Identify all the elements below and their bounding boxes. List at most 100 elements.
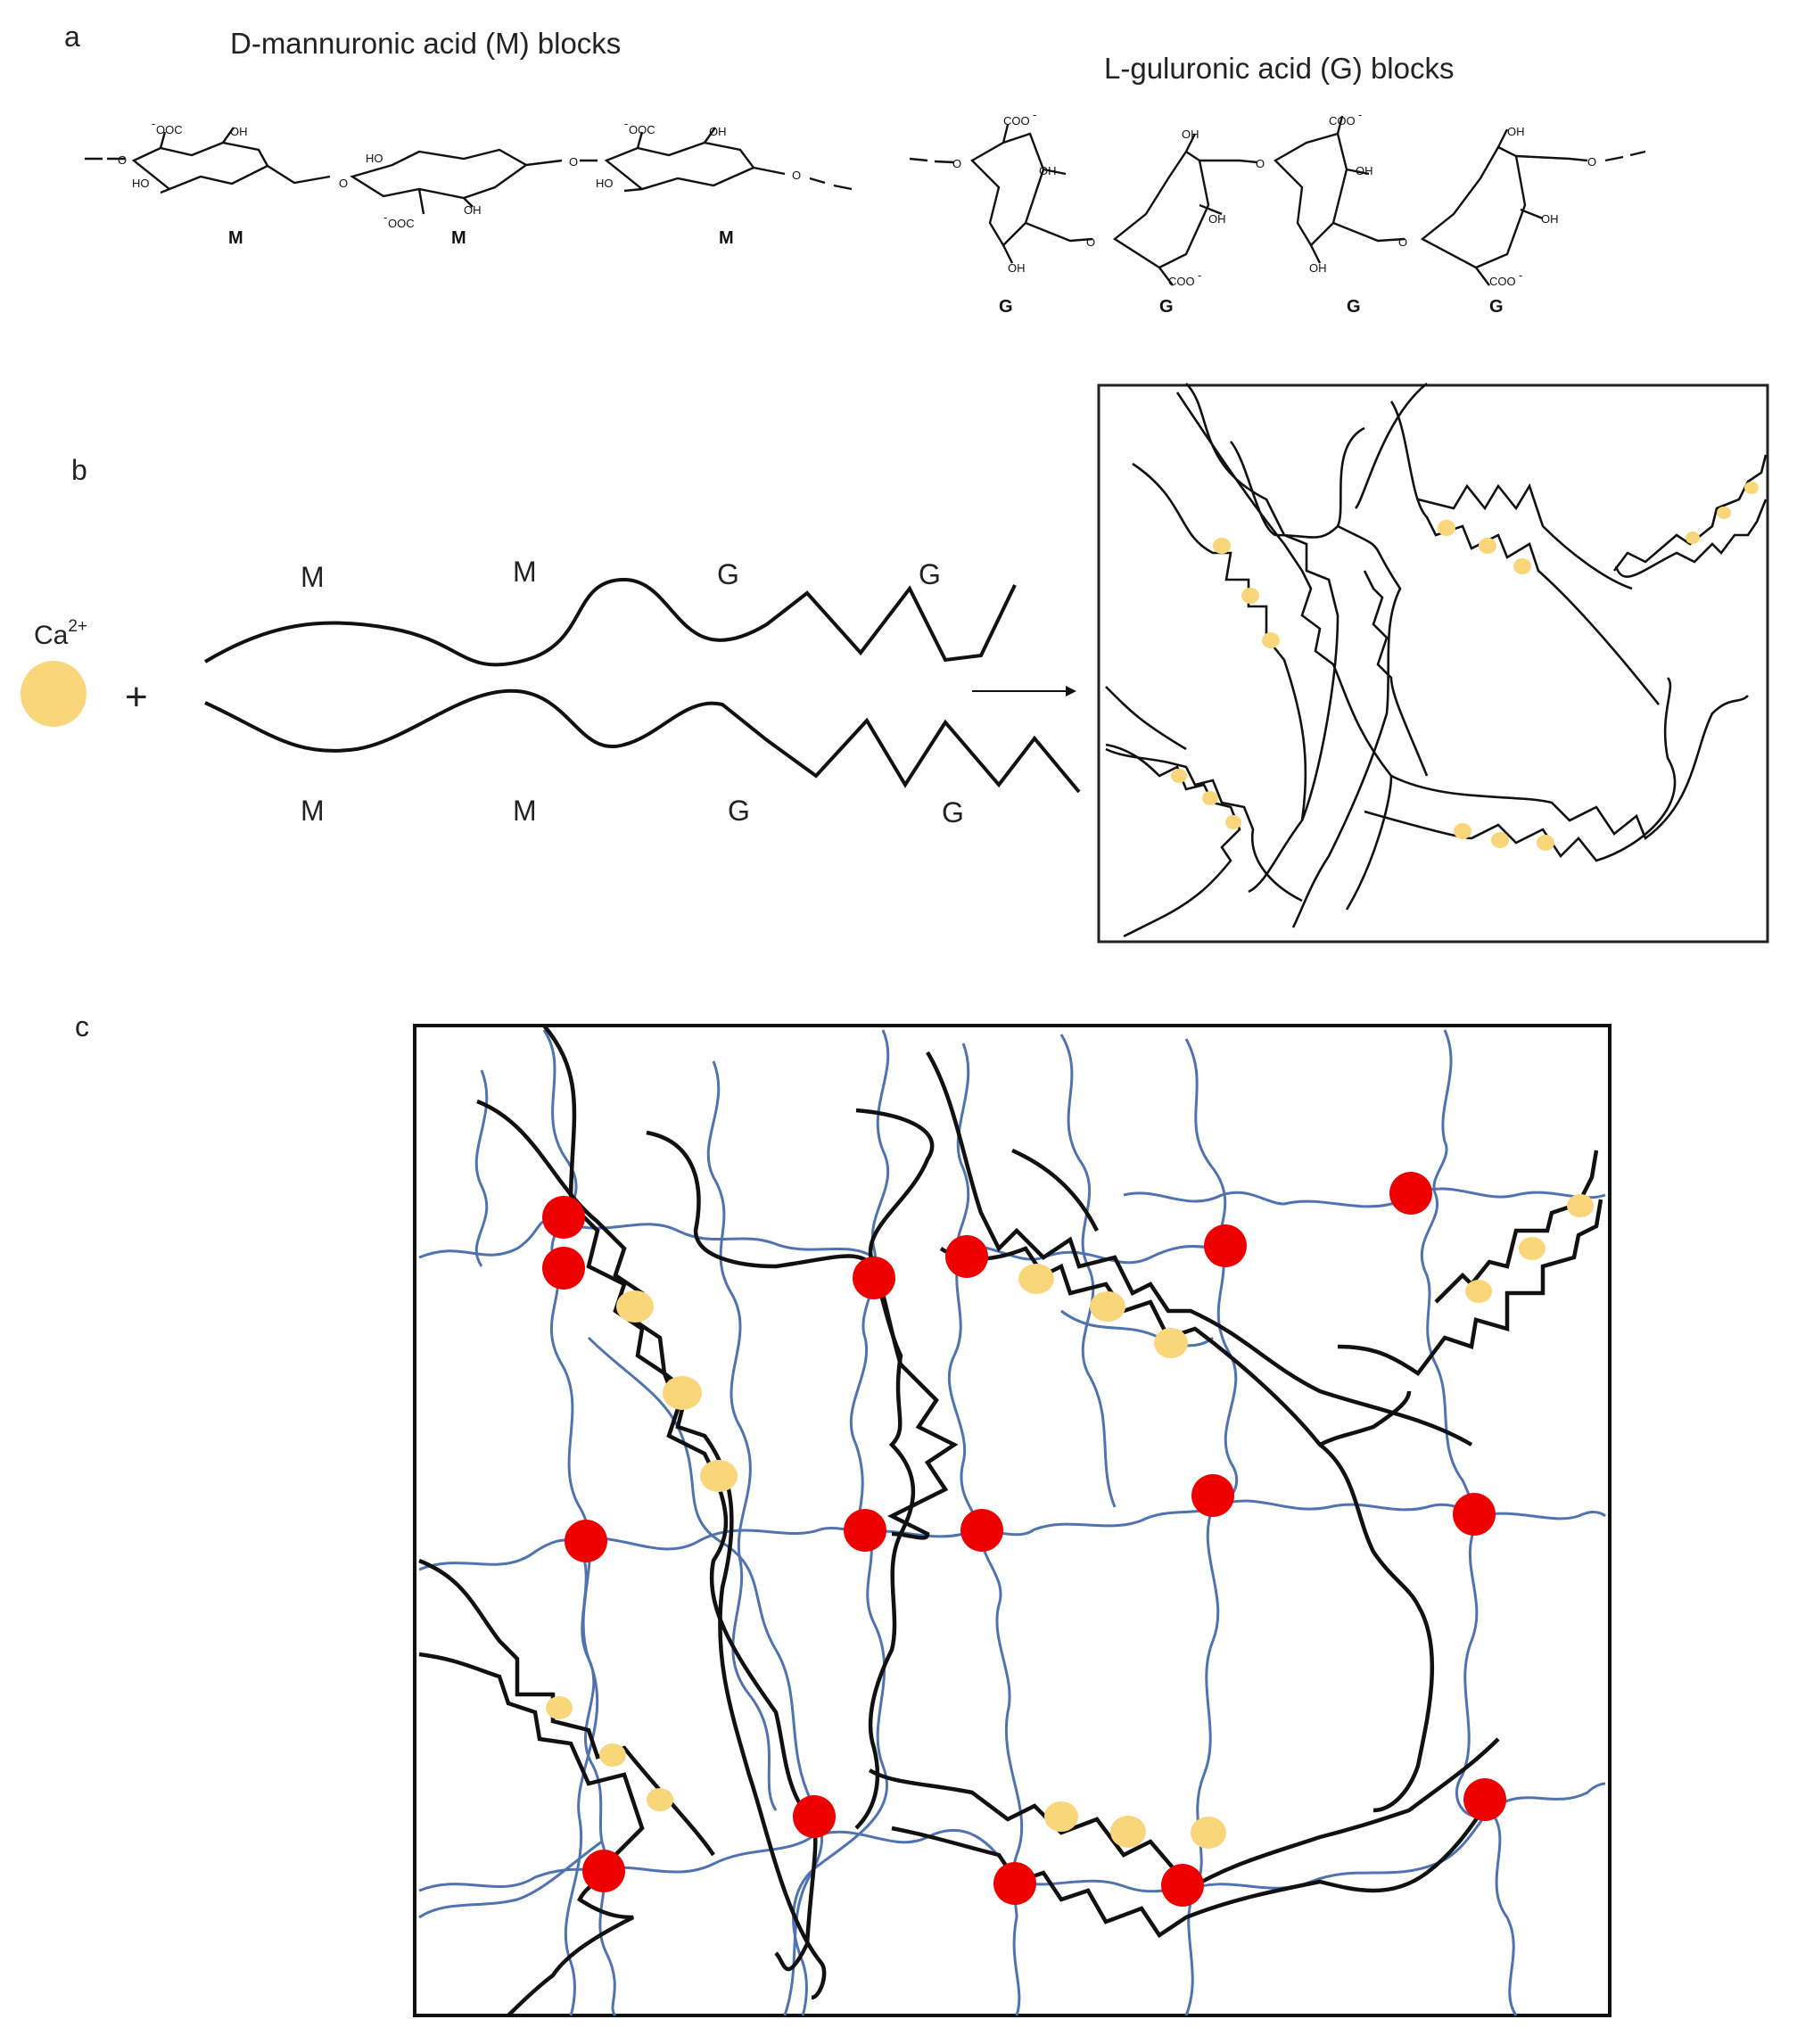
network-calcium-ion <box>599 1743 626 1767</box>
network-calcium-ion <box>546 1696 573 1719</box>
g-link-oxygen-1: O <box>1086 235 1095 249</box>
egg-box-ion <box>1744 482 1759 494</box>
g-link-oxygen-4: O <box>1587 155 1596 169</box>
g3-oh: OH <box>1356 164 1373 177</box>
egg-box-ion <box>1537 835 1554 851</box>
network-calcium-ion <box>1465 1280 1492 1303</box>
g-ring-4 <box>1420 145 1527 269</box>
egg-box-ion <box>1438 520 1455 536</box>
network-calcium-ion <box>1044 1801 1078 1832</box>
upper-strand <box>203 577 1017 667</box>
g-unit-label-3: G <box>1347 297 1361 317</box>
crosslink-node <box>993 1862 1036 1905</box>
g-link-oxygen-3: O <box>1398 235 1407 249</box>
m-link-oxygen-2: O <box>569 155 578 169</box>
g4-coo: COO <box>1489 275 1516 288</box>
m-link-oxygen-3: O <box>792 169 801 182</box>
egg-box-chains <box>1105 382 1768 938</box>
network-calcium-ion <box>1567 1194 1594 1217</box>
g4-oh-right: OH <box>1541 212 1559 226</box>
egg-box-ion <box>1241 588 1259 604</box>
upper-strand-label-3: G <box>717 558 739 590</box>
egg-box-ion <box>1491 832 1509 848</box>
m2-ho: HO <box>366 152 383 165</box>
egg-box-ion <box>1513 558 1531 574</box>
egg-box-ion <box>1717 507 1731 519</box>
g-link-oxygen-2: O <box>1256 157 1265 170</box>
g-unit-label-1: G <box>999 297 1013 317</box>
g-unit-label-2: G <box>1159 297 1174 317</box>
m2-coo: OOC <box>388 217 415 230</box>
g1-oh-lower: OH <box>1008 261 1026 275</box>
network-calcium-ion <box>616 1290 654 1323</box>
egg-box-network-box <box>1097 382 1769 944</box>
network-calcium-ion <box>1090 1291 1125 1322</box>
lower-strand-label-2: M <box>513 795 537 827</box>
crosslink-node <box>542 1247 585 1290</box>
m-ring-1 <box>131 141 269 191</box>
m1-coo: OOC <box>156 123 183 136</box>
g3-coo: COO <box>1329 114 1356 128</box>
g-block-structure: O COO OH OH O OH OH COO O COO OH OH O <box>909 114 1646 288</box>
alginate-strands <box>203 577 1081 794</box>
egg-box-ion <box>1171 769 1187 783</box>
m-blocks-title: D-mannuronic acid (M) blocks <box>230 27 621 60</box>
m-unit-label-3: M <box>719 228 734 248</box>
egg-box-ion <box>1479 538 1496 554</box>
network-calcium-ion <box>647 1788 673 1811</box>
g4-oh: OH <box>1507 125 1525 138</box>
calcium-ion-label: Ca2+ <box>34 617 87 650</box>
m3-oh: OH <box>709 125 727 138</box>
g1-coo: COO <box>1003 114 1030 128</box>
m1-oh: OH <box>230 125 248 138</box>
egg-box-ion <box>1454 823 1471 839</box>
g3-oh-lower: OH <box>1309 261 1327 275</box>
g4-charge: - <box>1519 268 1522 282</box>
m1-charge: - <box>152 117 155 130</box>
lower-strand-label-3: G <box>728 795 750 827</box>
crosslink-node <box>1453 1493 1496 1536</box>
crosslink-node <box>853 1257 895 1299</box>
reaction-arrow <box>972 686 1076 696</box>
calcium-ion-dot <box>21 661 87 727</box>
crosslink-node <box>844 1509 886 1552</box>
g-unit-label-4: G <box>1489 297 1504 317</box>
network-calcium-ion <box>1519 1237 1546 1260</box>
panel-a-letter: a <box>64 21 80 53</box>
m-block-structure: O OOC OH HO O HO OOC OH O OOC OH HO O <box>85 123 853 230</box>
g2-coo: COO <box>1168 275 1195 288</box>
network-calcium-ion <box>1110 1816 1146 1848</box>
panel-a: a D-mannuronic acid (M) blocks L-guluron… <box>64 21 1646 317</box>
m2-charge: - <box>383 210 387 224</box>
g2-oh: OH <box>1182 128 1199 141</box>
network-calcium-ion <box>1018 1264 1054 1294</box>
g2-charge: - <box>1198 268 1201 282</box>
lower-strand <box>204 688 1081 794</box>
network-calcium-ion <box>663 1376 702 1410</box>
crosslink-node <box>565 1520 607 1562</box>
m1-ho: HO <box>132 177 150 190</box>
alginate-chains <box>418 1024 1603 2017</box>
crosslink-node <box>793 1795 836 1838</box>
egg-box-ion <box>1225 815 1241 829</box>
panel-b-letter: b <box>71 454 87 486</box>
egg-box-frame <box>1097 383 1769 944</box>
charge-marks: - - - - - - - <box>152 108 1522 282</box>
crosslink-node <box>960 1509 1003 1552</box>
upper-strand-label-1: M <box>301 561 325 593</box>
panel-c: c <box>75 1010 1612 2017</box>
m-unit-label-2: M <box>451 228 466 248</box>
g1-oh: OH <box>1039 164 1057 177</box>
g2-oh-right: OH <box>1208 212 1226 226</box>
egg-box-ion <box>1213 538 1231 554</box>
upper-strand-label-2: M <box>513 556 537 588</box>
egg-box-calcium-ions <box>1171 482 1759 851</box>
m3-charge: - <box>624 117 628 130</box>
calcium-ion-legend: Ca2+ <box>21 617 87 727</box>
g-ring-2 <box>1112 150 1210 269</box>
network-calcium-ions <box>546 1194 1594 1849</box>
crosslink-node <box>1389 1172 1432 1215</box>
crosslink-nodes <box>542 1172 1506 1907</box>
panel-c-letter: c <box>75 1010 89 1043</box>
